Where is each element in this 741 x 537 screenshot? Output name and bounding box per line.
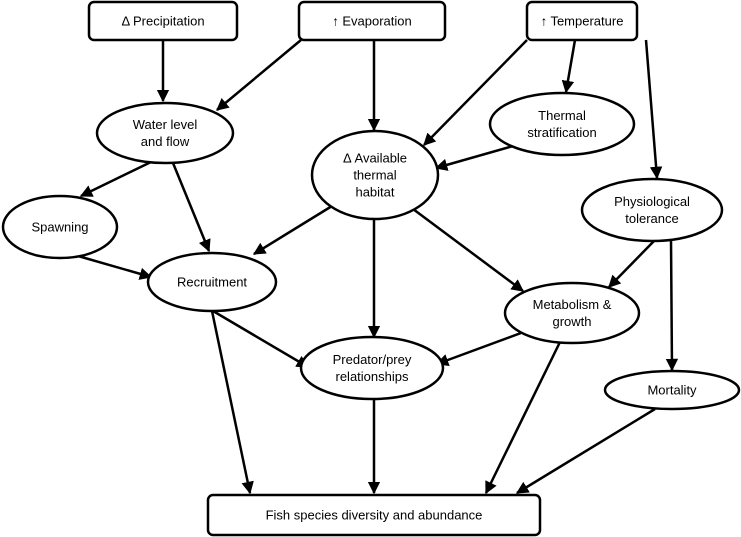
arrow-physiological-to-metabolism: [608, 239, 656, 288]
arrow-water-level-to-recruitment: [171, 162, 211, 253]
node-label: Predator/prey: [333, 352, 412, 367]
arrow-metabolism-to-fish: [484, 341, 562, 495]
arrow-available-habitat-to-metabolism: [412, 207, 525, 293]
node-ellipse: [146, 251, 278, 313]
node-ellipse: [299, 335, 445, 401]
node-predator-prey: Predator/prey relationships: [299, 335, 445, 401]
node-physiological: Physiological tolerance: [580, 177, 724, 243]
arrow-mortality-to-fish: [515, 407, 656, 495]
node-label: ↑ Temperature: [541, 14, 624, 29]
edges-layer: [77, 39, 679, 495]
node-label: Spawning: [31, 220, 88, 235]
node-metabolism: Metabolism & growth: [503, 281, 641, 345]
node-label: Metabolism &: [533, 297, 612, 312]
node-box: [87, 0, 239, 42]
node-ellipse: [1, 194, 119, 260]
node-ellipse: [503, 281, 641, 345]
node-label: ↑ Evaporation: [332, 14, 412, 29]
node-label: thermal: [353, 168, 396, 183]
node-water-level: Water level and flow: [95, 101, 235, 165]
arrow-recruitment-to-fish: [210, 310, 254, 495]
node-evaporation: ↑ Evaporation: [297, 0, 447, 42]
arrow-physiological-to-mortality: [665, 239, 679, 372]
node-label: Water level: [133, 117, 198, 132]
arrow-temperature-to-available-habitat: [423, 39, 528, 146]
node-box: [297, 0, 447, 42]
node-precipitation: Δ Precipitation: [87, 0, 239, 42]
node-mortality: Mortality: [603, 369, 741, 411]
node-label: Fish species diversity and abundance: [266, 508, 483, 523]
node-ellipse: [310, 129, 440, 221]
arrow-available-habitat-to-recruitment: [252, 204, 333, 256]
node-temperature: ↑ Temperature: [525, 0, 639, 42]
node-label: Recruitment: [177, 275, 247, 290]
node-box: [525, 0, 639, 42]
arrow-metabolism-to-predator-prey: [435, 331, 522, 366]
arrow-thermal-strat-to-available-habitat: [434, 144, 514, 171]
node-ellipse: [95, 101, 235, 165]
node-spawning: Spawning: [1, 194, 119, 260]
node-ellipse: [580, 177, 724, 243]
node-fish: Fish species diversity and abundance: [206, 493, 542, 537]
node-available-habitat: Δ Available thermal habitat: [310, 129, 440, 221]
arrow-temperature-to-physiological: [644, 39, 663, 180]
node-thermal-strat: Thermal stratification: [488, 91, 636, 157]
node-label: stratification: [527, 125, 596, 140]
node-label: and flow: [141, 134, 190, 149]
node-label: Thermal: [538, 108, 586, 123]
node-label: Δ Available: [343, 151, 407, 166]
node-ellipse: [488, 91, 636, 157]
node-label: relationships: [336, 369, 409, 384]
node-box: [206, 493, 542, 537]
arrow-recruitment-to-predator-prey: [212, 309, 310, 369]
node-recruitment: Recruitment: [146, 251, 278, 313]
node-label: growth: [552, 314, 591, 329]
node-label: tolerance: [625, 211, 678, 226]
node-label: habitat: [355, 185, 394, 200]
node-label: Δ Precipitation: [121, 14, 204, 29]
node-label: Physiological: [614, 194, 690, 209]
arrow-water-level-to-spawning: [79, 160, 152, 198]
arrow-evaporation-to-water-level: [216, 39, 302, 111]
node-ellipse: [603, 369, 741, 411]
node-label: Mortality: [647, 383, 697, 398]
arrow-spawning-to-recruitment: [77, 254, 153, 280]
arrow-temperature-to-thermal-strat: [561, 39, 577, 94]
